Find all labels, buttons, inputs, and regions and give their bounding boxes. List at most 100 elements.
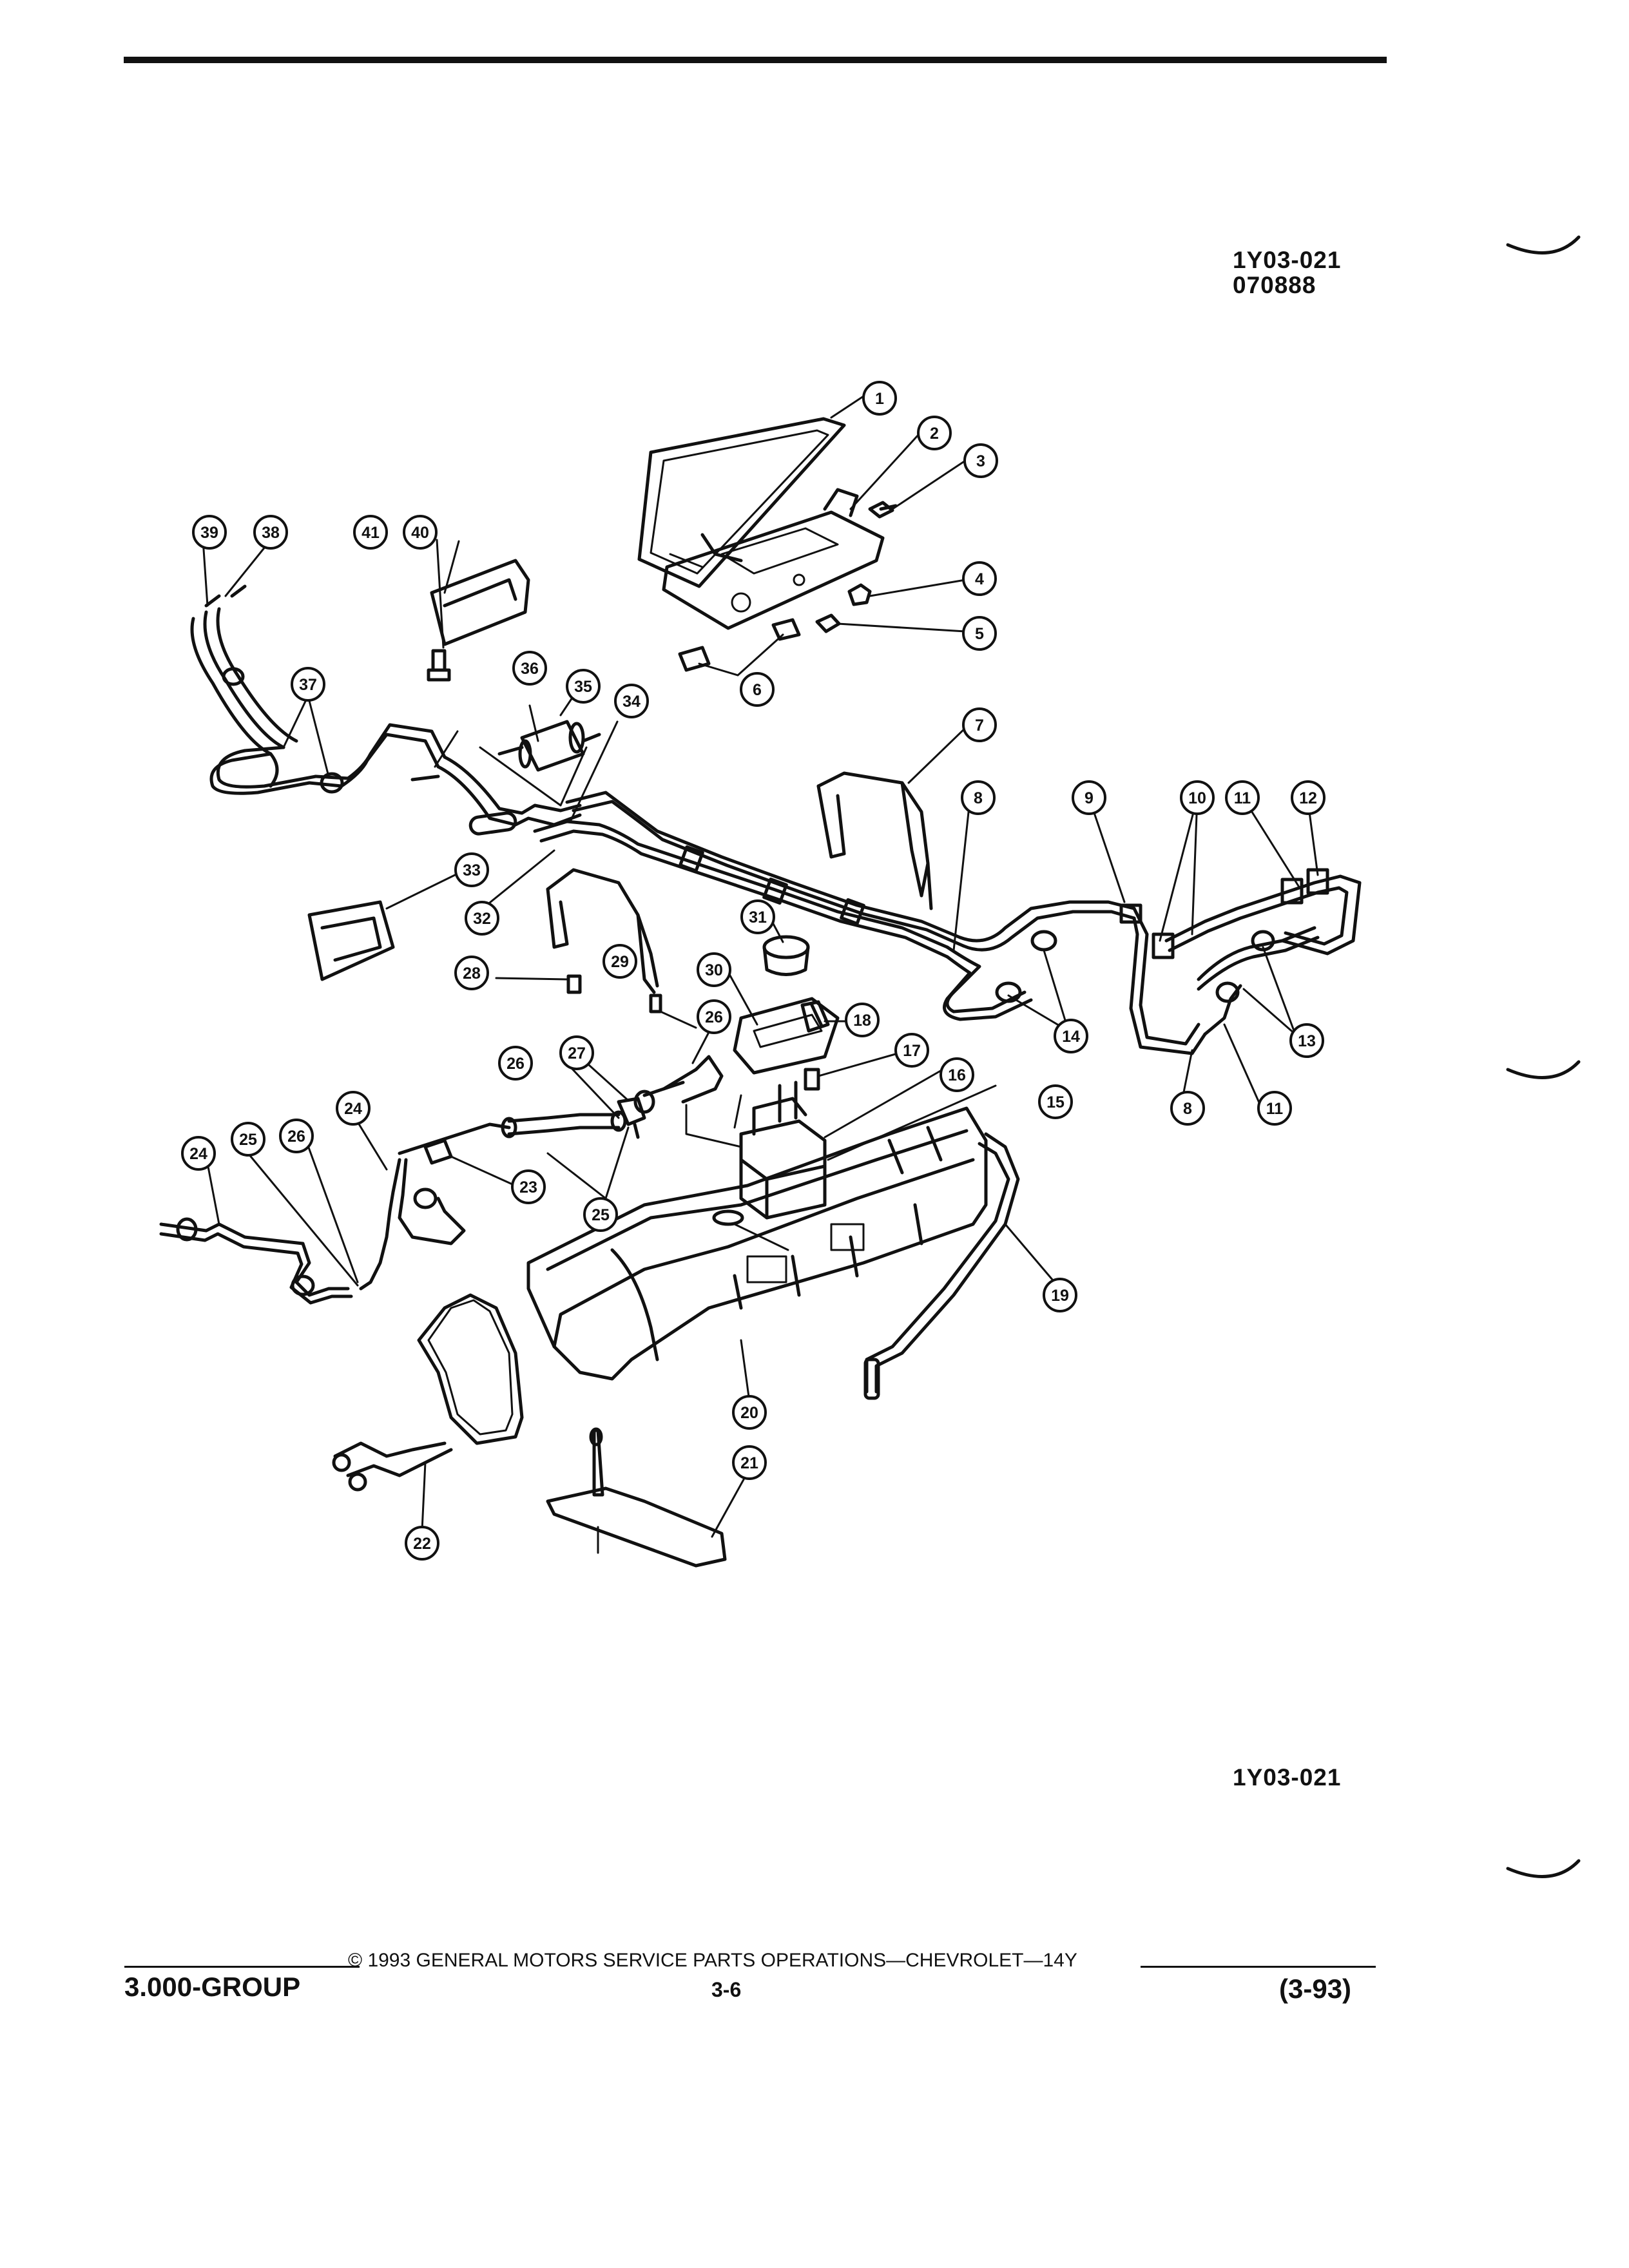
callout-circle [1291,780,1325,815]
callout-circle [583,1197,618,1232]
callout-32: 32 [465,901,499,936]
part-support-21 [546,1427,727,1568]
part-nut-4 [847,583,872,606]
callout-12: 12 [1291,780,1325,815]
part-strap-28 [546,868,662,1014]
callout-30: 30 [697,952,731,987]
callout-27: 27 [559,1035,594,1070]
callout-number: 21 [740,1454,758,1472]
callout-circle [1054,1019,1088,1053]
callout-circle [1225,780,1260,815]
part-hose-26b [633,1055,724,1114]
callout-7: 7 [962,707,997,742]
fuel-lines-right [943,900,1207,1055]
callout-number: 37 [299,676,317,694]
callout-26: 26 [498,1046,533,1081]
figure-id-bottom: 1Y03-021 [1233,1764,1342,1791]
callout-11: 11 [1257,1091,1292,1126]
callout-number: 39 [200,524,218,542]
callout-6: 6 [740,672,775,707]
fuel-line-9-left [410,755,582,836]
callout-31: 31 [740,899,775,934]
callout-10: 10 [1180,780,1215,815]
callout-9: 9 [1072,780,1106,815]
callout-26: 26 [279,1119,314,1153]
callout-circle [697,999,731,1034]
callout-number: 18 [853,1012,871,1030]
callout-circle [845,1003,880,1037]
part-screw-5 [815,613,841,633]
callout-circle [454,852,489,887]
callout-number: 9 [1084,789,1094,807]
callout-number: 26 [705,1008,723,1026]
callout-29: 29 [602,944,637,979]
part-hose-26 [501,1110,627,1139]
callout-8: 8 [1170,1091,1205,1126]
callout-20: 20 [732,1395,767,1430]
callout-circle [512,651,547,686]
part-mounting-plate [662,488,885,630]
part-strap-7 [816,771,933,910]
callout-number: 25 [239,1131,257,1149]
callout-circle [961,780,996,815]
callout-circle [454,956,489,990]
callout-15: 15 [1038,1084,1073,1119]
callout-number: 15 [1046,1093,1065,1111]
callout-number: 11 [1234,789,1251,807]
callout-number: 26 [506,1055,525,1073]
footer-date: (3-93) [1279,1974,1352,2004]
callout-circle [940,1057,974,1092]
callout-40: 40 [403,515,438,550]
callout-number: 26 [287,1128,305,1146]
callout-number: 17 [903,1042,921,1060]
part-clips-6 [678,618,801,672]
callout-circle [465,901,499,936]
callout-39: 39 [192,515,227,550]
callout-37: 37 [291,667,325,702]
callout-number: 22 [413,1535,431,1553]
callout-number: 36 [521,660,539,678]
callout-number: 34 [622,693,641,711]
callout-number: 1 [875,390,884,408]
part-fitting-17 [804,1068,820,1091]
callout-circle [559,1035,594,1070]
callout-circle [732,1445,767,1480]
callout-number: 8 [1183,1100,1192,1118]
callout-11: 11 [1225,780,1260,815]
callout-circle [1170,1091,1205,1126]
figure-id-top: 1Y03-021 [1233,247,1342,273]
callout-1: 1 [862,381,897,416]
part-connector-18 [800,1000,830,1033]
callout-number: 24 [189,1145,207,1163]
callout-circle [231,1122,265,1157]
callout-number: 30 [705,961,723,979]
callout-circle [498,1046,533,1081]
callout-number: 16 [948,1066,966,1084]
callout-26: 26 [697,999,731,1034]
callout-circle [279,1119,314,1153]
callout-2: 2 [917,416,952,450]
callout-circle [403,515,438,550]
footer-page-number: 3-6 [711,1978,742,2001]
part-shield-33 [307,900,395,981]
callout-38: 38 [253,515,288,550]
callout-number: 10 [1188,789,1206,807]
callout-number: 41 [361,524,380,542]
leader-lines [202,395,1319,1538]
callout-16: 16 [940,1057,974,1092]
part-strap-22 [332,1293,524,1492]
part-cap-31 [762,935,810,976]
part-fuel-tank [526,1106,988,1381]
callout-circle [353,515,388,550]
callout-circle [740,899,775,934]
part-fuel-filter [479,720,601,807]
callout-25: 25 [583,1197,618,1232]
callout-circle [291,667,325,702]
footer-rule-left [124,1966,360,1968]
callout-circle [963,443,998,478]
callout-circle [181,1136,216,1171]
callout-number: 23 [519,1178,537,1196]
part-fitting-27 [617,1097,646,1139]
